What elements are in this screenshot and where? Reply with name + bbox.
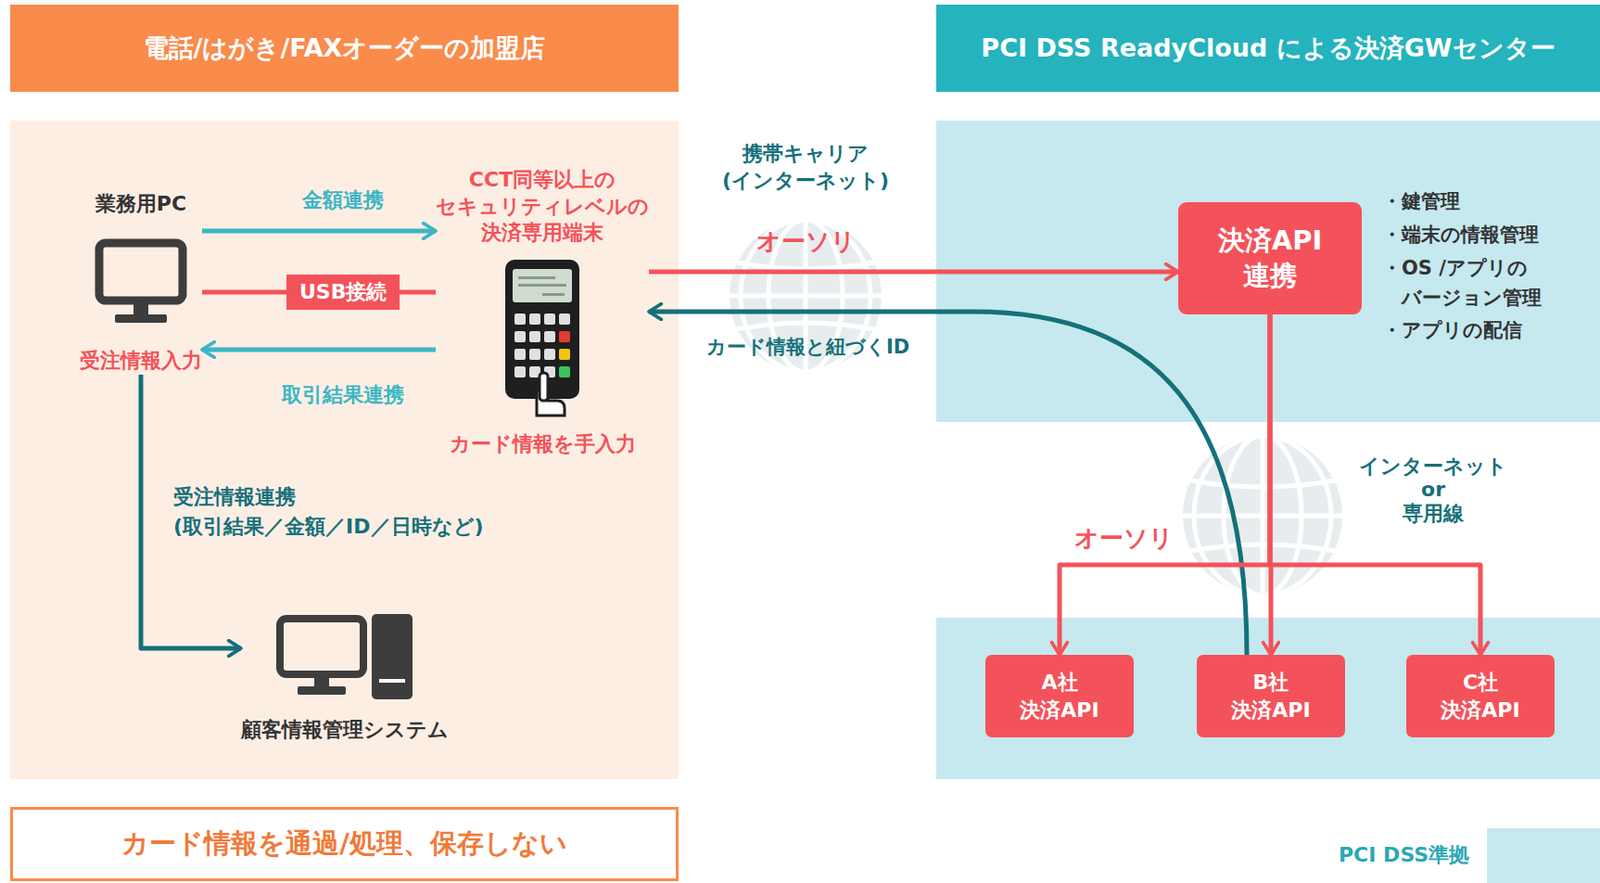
node-label: B社 決済API: [1231, 668, 1310, 724]
text-line: 連携: [1218, 258, 1323, 294]
text-line: 受注情報連携: [173, 482, 484, 512]
company-api-box: C社 決済API: [1406, 654, 1555, 737]
connector: [140, 374, 242, 648]
api-link-box: 決済API 連携: [1178, 202, 1362, 315]
edge-label: オーソリ: [756, 225, 856, 258]
node-label: 顧客情報管理システム: [241, 715, 449, 744]
annotation: ・OS /アプリの バージョン管理: [1382, 253, 1542, 313]
header-title: 電話/はがき/FAXオーダーの加盟店: [10, 4, 679, 92]
legend-swatch: [1486, 827, 1600, 883]
text-line: 決済API: [1218, 223, 1323, 259]
text-line: 専用線: [1358, 501, 1508, 525]
connector: [202, 347, 436, 353]
text-line: CCT同等以上の: [435, 166, 649, 194]
edge-label: 金額連携: [302, 186, 384, 215]
system-icon-art: [275, 613, 415, 699]
text-line: インターネット: [1358, 454, 1508, 478]
policy-box: カード情報を通過/処理、保存しない: [10, 806, 679, 881]
terminal-icon: [499, 259, 585, 418]
text-line: A社: [1019, 668, 1099, 697]
payment-terminal: CCT同等以上の セキュリティレベルの 決済専用端末カード情報を手入力: [435, 166, 649, 458]
text-line: セキュリティレベルの: [435, 193, 649, 221]
text-line: 決済API: [1440, 696, 1520, 724]
right-lower-panel: [936, 617, 1600, 779]
connector: [202, 228, 436, 234]
text-line: 決済API: [1231, 696, 1310, 724]
text-line: C社: [1440, 668, 1520, 697]
node-label: A社 決済API: [1019, 668, 1099, 724]
text-line: 携帯キャリア: [722, 140, 889, 168]
connector: [648, 311, 1247, 655]
annotation: 携帯キャリア (インターネット): [722, 140, 889, 194]
edge-label: オーソリ: [1074, 521, 1174, 555]
annotation: インターネット or 専用線: [1358, 454, 1508, 525]
system-icon: [275, 613, 415, 699]
annotation: ・端末の情報管理: [1382, 221, 1539, 248]
edge-label: 取引結果連携: [281, 380, 405, 409]
connector: [1059, 314, 1270, 655]
node-label: カード情報を通過/処理、保存しない: [121, 825, 568, 863]
text-line: 決済API: [1019, 696, 1099, 724]
annotation: ・鍵管理: [1382, 188, 1461, 215]
text-line: (インターネット): [722, 167, 889, 195]
company-api-box: B社 決済API: [1196, 654, 1346, 737]
gateway-center-group: PCI DSS ReadyCloud による決済GWセンター決済API 連携 A社…: [936, 4, 1600, 779]
connector: [1269, 314, 1481, 655]
pc-icon: [94, 238, 188, 327]
globe-icon: [1182, 435, 1343, 596]
text-line: or: [1358, 477, 1508, 501]
node-label: 業務用PC: [95, 190, 187, 218]
text-line: (取引結果／金額／ID／日時など): [173, 511, 484, 542]
company-api-box: A社 決済API: [985, 654, 1134, 737]
business-pc: 業務用PC 受注情報入力: [79, 190, 203, 375]
legend-text: PCI DSS準拠: [1338, 840, 1470, 869]
left-panel: [10, 120, 679, 779]
text-line: B社: [1231, 668, 1310, 697]
node-heading: CCT同等以上の セキュリティレベルの 決済専用端末: [435, 166, 649, 247]
edge-label: カード情報と紐づくID: [706, 333, 910, 360]
node-label: C社 決済API: [1440, 668, 1520, 724]
node-label: カード情報を手入力: [449, 430, 636, 458]
text-line: 決済専用端末: [435, 219, 649, 247]
connector: [648, 269, 1179, 275]
node-label: 決済API 連携: [1218, 223, 1323, 293]
text-line: バージョン管理: [1382, 283, 1542, 314]
terminal-icon-art: [499, 259, 585, 418]
pc-icon-art: [94, 238, 188, 327]
text-line: ・OS /アプリの: [1382, 253, 1542, 284]
edge-label: USB接続: [286, 274, 400, 310]
header-title: PCI DSS ReadyCloud による決済GWセンター: [936, 4, 1600, 92]
edge-label: 受注情報連携 (取引結果／金額／ID／日時など): [173, 482, 484, 542]
annotation: ・アプリの配信: [1382, 317, 1523, 343]
customer-system: 顧客情報管理システム: [241, 613, 449, 744]
node-label: 受注情報入力: [79, 346, 203, 375]
